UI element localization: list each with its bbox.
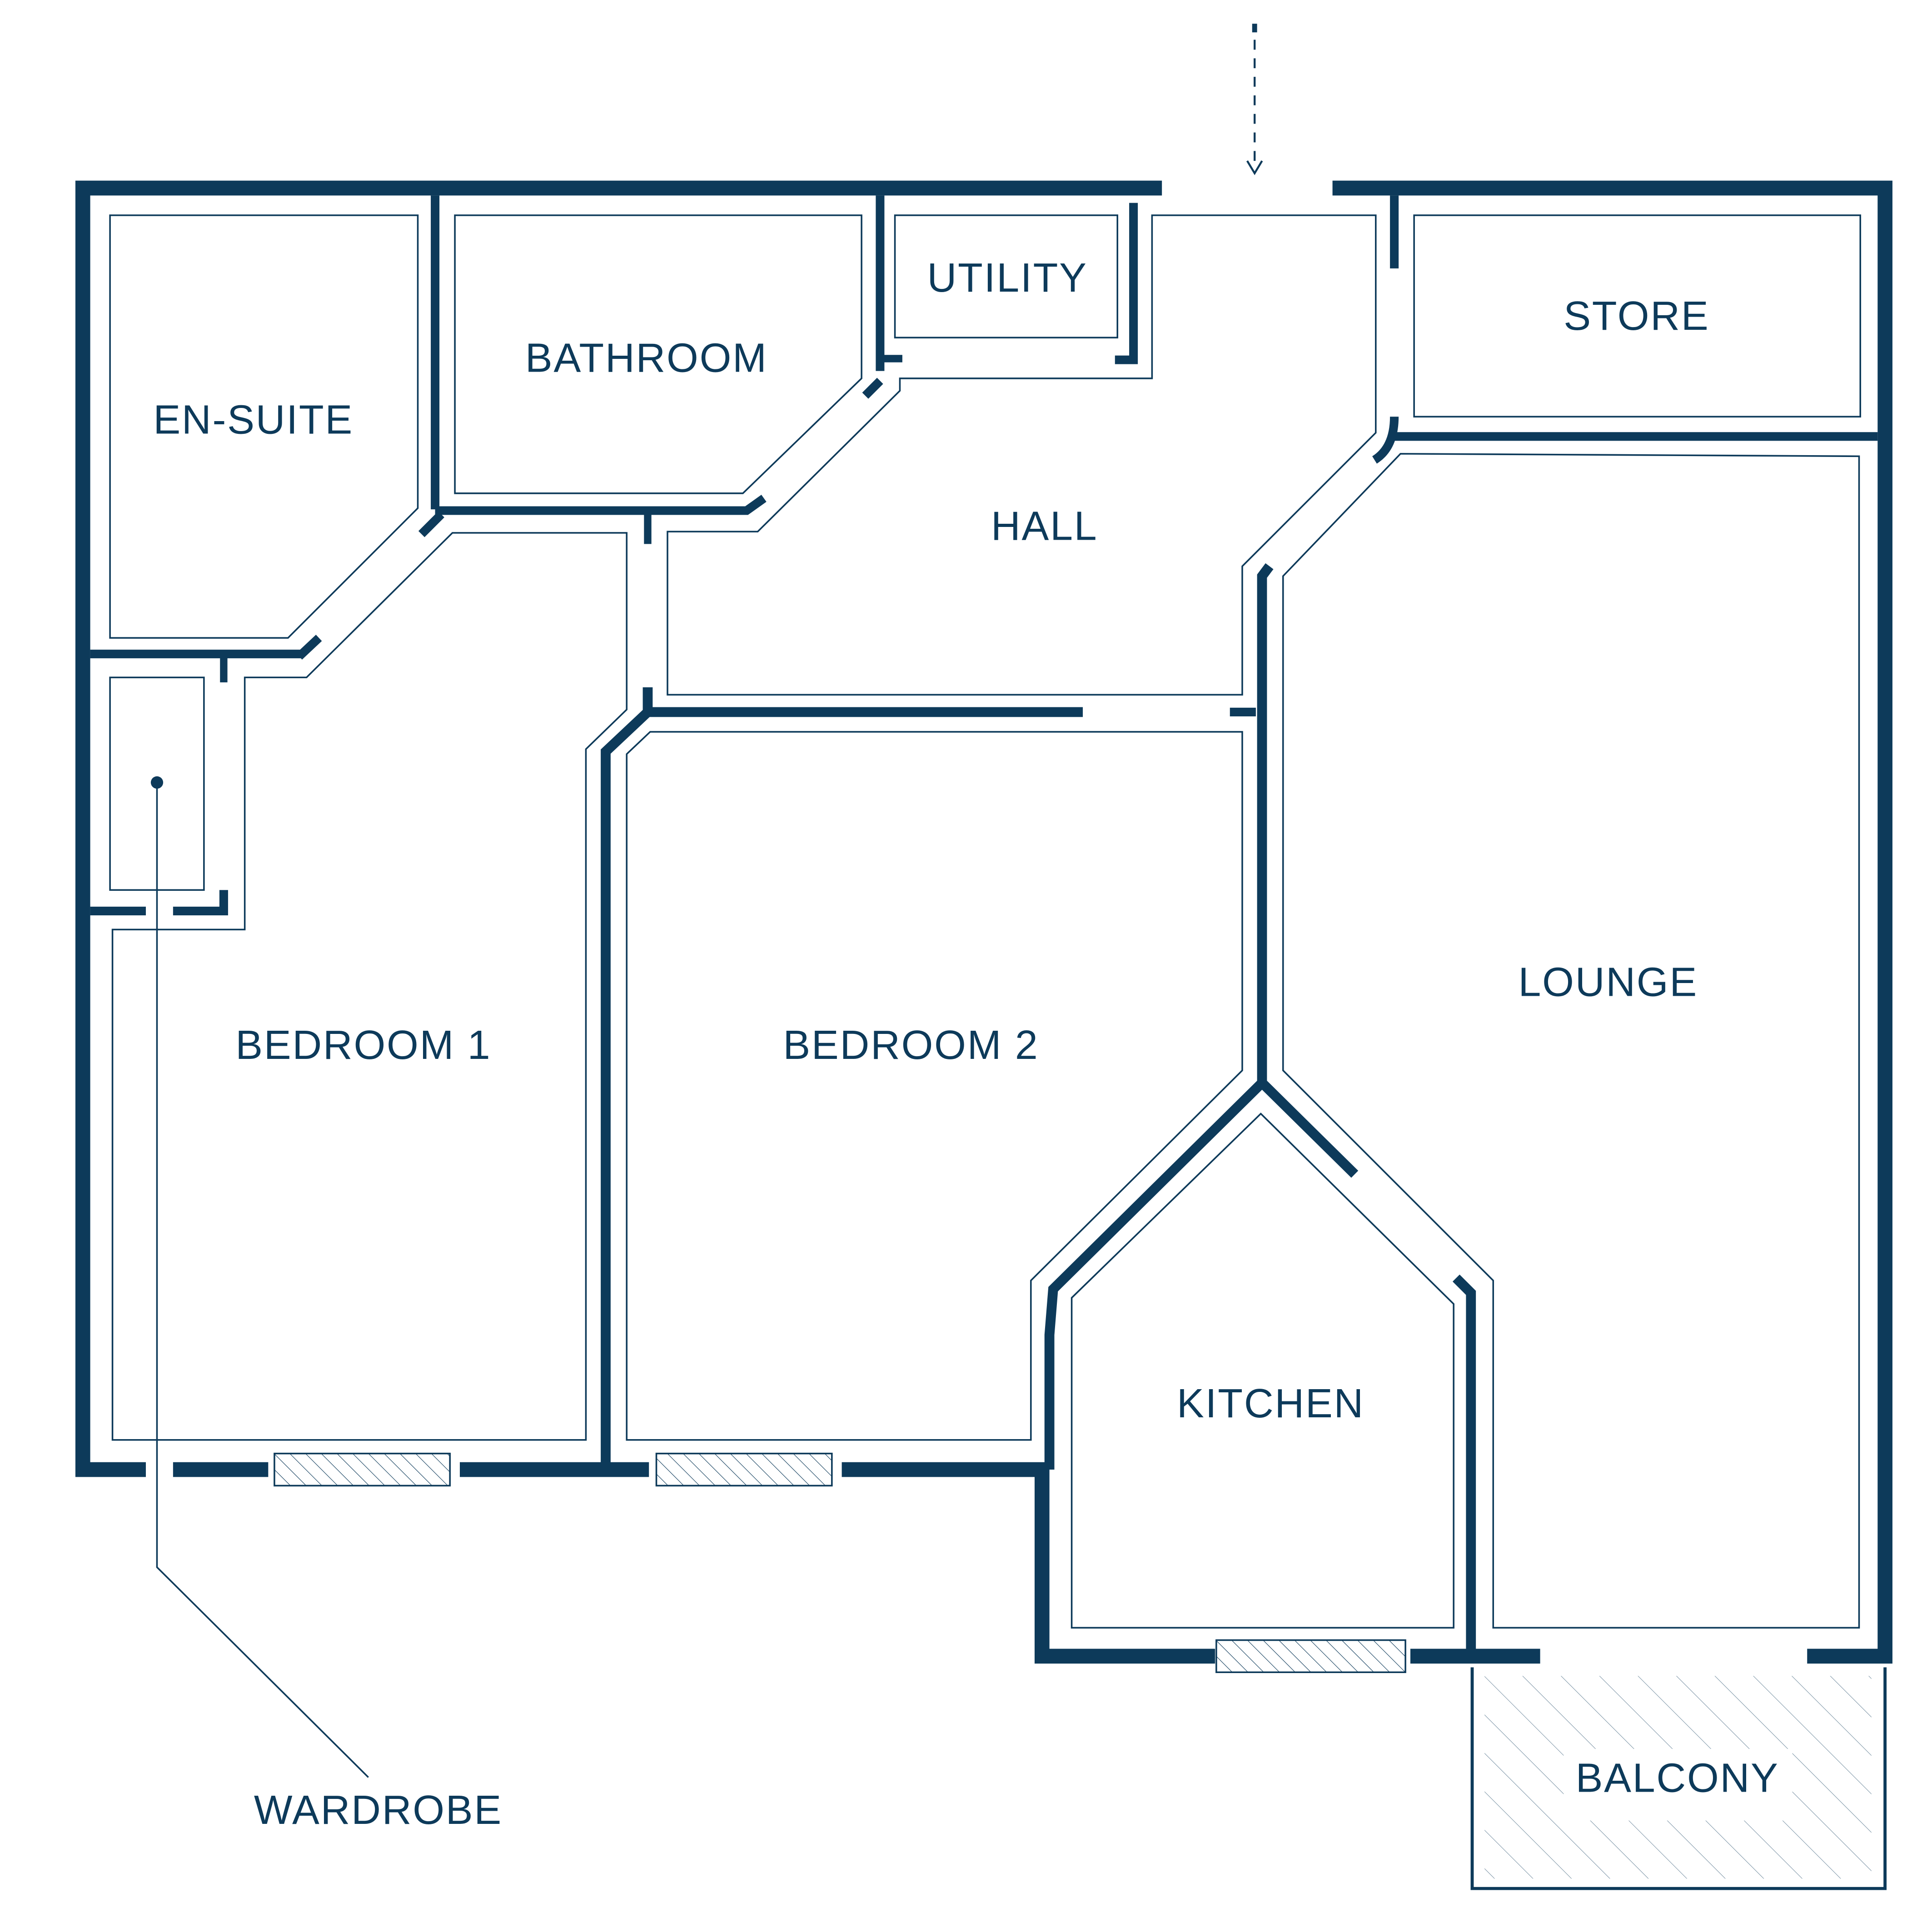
wall-kitchen-east	[1452, 1274, 1476, 1653]
exterior-wall-top-right	[1332, 180, 1892, 1664]
label-kitchen: KITCHEN	[1177, 1381, 1364, 1426]
balcony	[1470, 1667, 1887, 1890]
wall-wardrobe-south-right	[173, 890, 228, 915]
wall-lounge-west	[1257, 563, 1274, 1083]
utility-outline	[894, 214, 1119, 338]
label-wardrobe: WARDROBE	[254, 1788, 503, 1833]
wall-bathroom-angle-stub	[862, 377, 883, 399]
exterior-wall-bedroom2-south	[842, 1462, 1215, 1664]
wall-store-south	[1372, 417, 1878, 464]
wall-ensuite-south-angle	[296, 635, 322, 660]
windows	[274, 1452, 1406, 1673]
bedroom2-outline	[626, 731, 1243, 1441]
wall-bathroom-south	[435, 495, 767, 515]
label-store: STORE	[1564, 293, 1709, 339]
exterior-wall-top-left	[75, 180, 1162, 1477]
wall-kitchen-west	[1044, 1079, 1266, 1470]
label-lounge: LOUNGE	[1519, 959, 1698, 1005]
dashed-arrow-down-icon	[1246, 24, 1263, 175]
label-en-suite: EN-SUITE	[153, 397, 354, 443]
wall-ensuite-corner	[418, 511, 444, 537]
wall-bedroom1-bedroom2	[601, 687, 653, 1466]
label-balcony: BALCONY	[1576, 1755, 1779, 1801]
ensuite-outline	[109, 214, 419, 639]
walls	[75, 180, 1892, 1664]
hall-outline	[667, 214, 1377, 696]
room-labels: EN-SUITE BATHROOM UTILITY STORE HALL LOU…	[153, 255, 1779, 1833]
window-kitchen	[1215, 1639, 1406, 1673]
wardrobe-callout-leader	[156, 782, 369, 1778]
bedroom1-outline	[111, 532, 628, 1441]
label-hall: HALL	[991, 504, 1098, 549]
wall-kitchen-northeast	[1258, 1079, 1359, 1178]
entrance-arrow-head	[1246, 160, 1263, 175]
balcony-outline	[1470, 1667, 1887, 1890]
label-bedroom-2: BEDROOM 2	[783, 1023, 1039, 1068]
window-bedroom1	[274, 1452, 451, 1487]
label-bedroom-1: BEDROOM 1	[235, 1023, 491, 1068]
label-utility: UTILITY	[927, 255, 1088, 301]
wall-utility-east	[1115, 203, 1138, 364]
room-outlines	[109, 214, 1861, 1629]
kitchen-outline	[1071, 1113, 1454, 1629]
window-bedroom2	[655, 1452, 833, 1487]
store-outline	[1413, 214, 1861, 418]
label-bathroom: BATHROOM	[525, 336, 768, 381]
bathroom-outline	[454, 214, 862, 494]
lounge-outline	[1282, 453, 1860, 1629]
wardrobe-callout	[150, 776, 369, 1778]
balcony-label-backing	[1564, 1748, 1793, 1821]
